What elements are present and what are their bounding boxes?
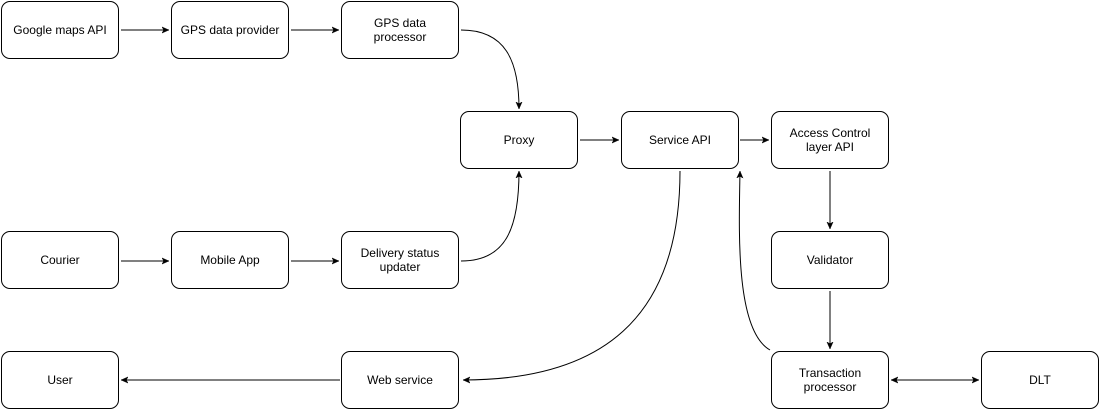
edge-service-api-to-web-service [463, 170, 681, 380]
edge-transaction-processor-to-service-api [739, 171, 771, 351]
node-label: Web service [367, 373, 433, 387]
node-label: Google maps API [13, 23, 107, 37]
node-user: User [1, 351, 119, 409]
node-delivery-status-updater: Delivery status updater [341, 231, 459, 289]
node-proxy: Proxy [460, 111, 578, 169]
node-gps-data-provider: GPS data provider [171, 1, 289, 59]
node-service-api: Service API [621, 111, 739, 169]
node-label: Service API [648, 133, 712, 147]
node-label: Mobile App [200, 253, 260, 267]
node-transaction-processor: Transaction processor [771, 351, 889, 409]
node-label: GPS data processor [373, 16, 427, 44]
node-dlt: DLT [981, 351, 1099, 409]
node-label: GPS data provider [180, 23, 280, 37]
node-access-control-layer-api: Access Control layer API [771, 111, 889, 169]
edge-gps-processor-to-proxy [460, 29, 519, 109]
node-label: Access Control layer API [789, 126, 871, 154]
node-gps-data-processor: GPS data processor [341, 1, 459, 59]
node-google-maps-api: Google maps API [1, 1, 119, 59]
node-validator: Validator [771, 231, 889, 289]
node-label: Validator [806, 253, 854, 267]
edge-delivery-updater-to-proxy [460, 171, 519, 262]
node-label: Delivery status updater [360, 246, 440, 274]
node-label: Courier [40, 253, 80, 267]
node-web-service: Web service [341, 351, 459, 409]
node-courier: Courier [1, 231, 119, 289]
node-label: DLT [1029, 373, 1051, 387]
node-label: Transaction processor [798, 366, 862, 394]
node-label: User [47, 373, 73, 387]
node-mobile-app: Mobile App [171, 231, 289, 289]
node-label: Proxy [503, 133, 535, 147]
